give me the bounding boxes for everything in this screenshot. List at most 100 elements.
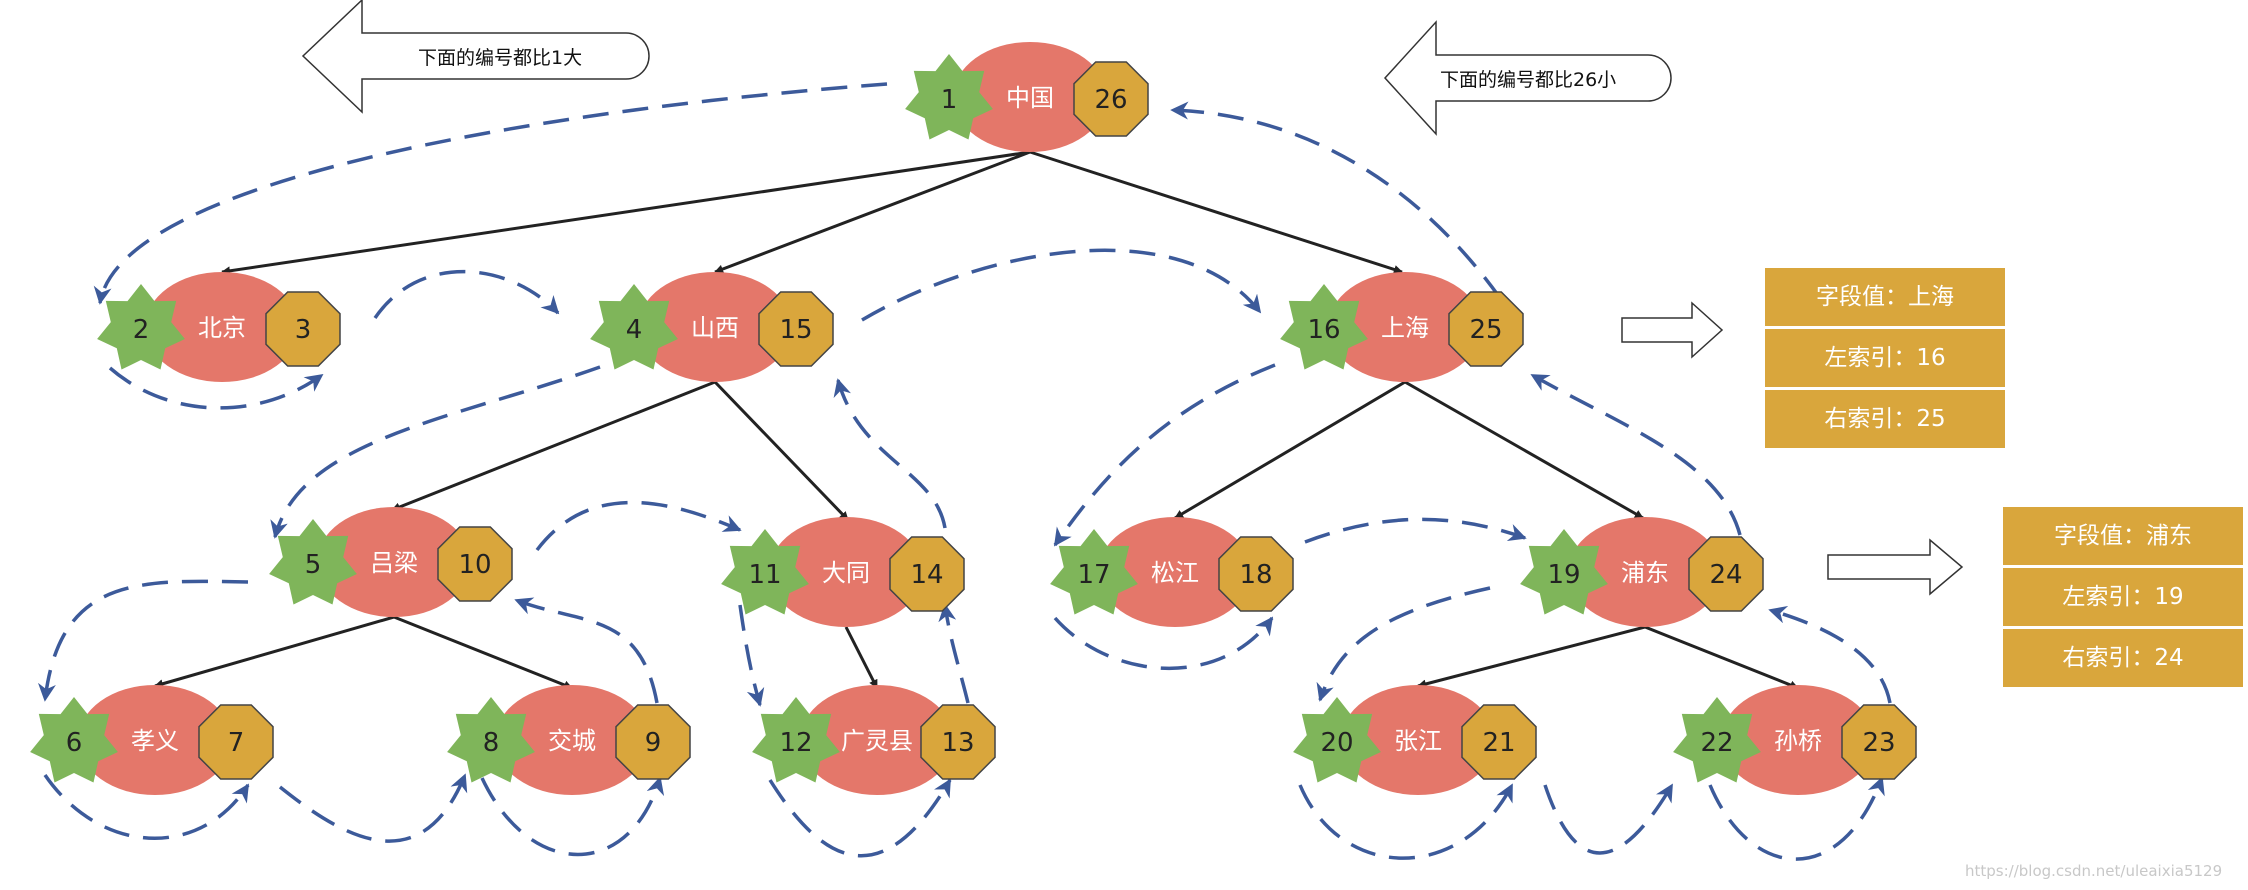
node-label: 张江 <box>1394 727 1442 755</box>
info-pudong-right-index: 右索引：24 <box>2003 629 2243 687</box>
side-arrow-shanghai <box>1621 301 1724 359</box>
right-number-octagon-icon <box>437 526 513 602</box>
traversal-path <box>38 82 1892 861</box>
node-ellipse <box>1341 685 1495 795</box>
trav-6-7 <box>43 774 250 841</box>
left-number: 2 <box>133 315 150 345</box>
node-label: 交城 <box>548 727 596 755</box>
trav-3-4 <box>373 269 560 319</box>
left-number: 4 <box>626 315 643 345</box>
left-number-star-icon <box>905 54 993 140</box>
left-number: 20 <box>1320 728 1353 758</box>
left-number-star-icon <box>1520 529 1608 615</box>
node-ellipse <box>145 272 299 382</box>
hint-arrow-right: 下面的编号都比26小 <box>1383 20 1672 136</box>
trav-13-14 <box>938 603 970 704</box>
left-number-star-icon <box>1050 529 1138 615</box>
node-label: 北京 <box>198 314 246 342</box>
left-number: 22 <box>1700 728 1733 758</box>
trav-14-15 <box>833 378 947 529</box>
node-label: 松江 <box>1151 559 1199 587</box>
trav-24-25 <box>1530 373 1742 536</box>
node-ellipse <box>317 507 471 617</box>
trav-23-24 <box>1768 606 1892 704</box>
trav-7-8 <box>278 773 468 843</box>
left-number-star-icon <box>590 284 678 370</box>
info-box-pudong: 字段值：浦东 左索引：19 右索引：24 <box>2003 507 2243 690</box>
tree-node-songjiang: 松江 17 18 <box>1050 517 1294 627</box>
node-ellipse <box>78 685 232 795</box>
edge-china-beijing <box>221 150 1031 276</box>
tree-edges <box>154 150 1799 690</box>
right-number: 14 <box>910 560 943 590</box>
edge-china-shanxi <box>714 150 1031 274</box>
right-number-octagon-icon <box>1688 536 1764 612</box>
node-ellipse <box>953 42 1107 152</box>
left-number: 16 <box>1307 315 1340 345</box>
right-number: 3 <box>295 315 312 345</box>
node-ellipse <box>1328 272 1482 382</box>
trav-9-10 <box>514 597 659 704</box>
info-pudong-left-index: 左索引：19 <box>2003 568 2243 626</box>
node-label: 大同 <box>822 559 870 587</box>
node-label: 孝义 <box>131 727 179 755</box>
tree-node-beijing: 北京 2 3 <box>97 272 341 382</box>
left-number: 1 <box>941 85 958 115</box>
node-label: 吕梁 <box>370 549 418 577</box>
edge-datong-guangling <box>844 626 879 689</box>
hint-left-label: 下面的编号都比1大 <box>418 47 582 69</box>
right-number-octagon-icon <box>1218 536 1294 612</box>
trav-11-12 <box>738 604 765 707</box>
right-number: 15 <box>779 315 812 345</box>
node-ellipse <box>495 685 649 795</box>
trav-20-21 <box>1298 783 1514 860</box>
right-number-octagon-icon <box>758 291 834 367</box>
left-number: 6 <box>66 728 83 758</box>
right-number: 24 <box>1709 560 1742 590</box>
node-ellipse <box>1568 517 1722 627</box>
hint-arrow-left: 下面的编号都比1大 <box>301 0 650 114</box>
tree-node-shanxi: 山西 4 15 <box>590 272 834 382</box>
left-number: 11 <box>748 560 781 590</box>
trav-4-5 <box>270 365 601 539</box>
edge-shanxi-datong <box>713 380 850 522</box>
trav-22-23 <box>1708 776 1885 861</box>
right-number: 13 <box>941 728 974 758</box>
tree-node-xiaoyi: 孝义 6 7 <box>30 685 274 795</box>
left-number: 17 <box>1077 560 1110 590</box>
info-shanghai-left-index: 左索引：16 <box>1765 329 2005 387</box>
left-number-star-icon <box>752 697 840 783</box>
edge-pudong-zhangjiang <box>1417 625 1646 689</box>
edge-china-shanghai <box>1029 150 1403 274</box>
left-number-star-icon <box>447 697 535 783</box>
right-number-octagon-icon <box>1841 704 1917 780</box>
edge-shanxi-lvliang <box>391 380 716 512</box>
edge-shanghai-pudong <box>1404 380 1644 520</box>
right-number: 7 <box>228 728 245 758</box>
hint-right-label: 下面的编号都比26小 <box>1440 69 1616 91</box>
node-label: 山西 <box>691 314 739 342</box>
info-pudong-field: 字段值：浦东 <box>2003 507 2243 565</box>
edge-lvliang-xiaoyi <box>154 615 395 689</box>
trav-17-18 <box>1053 616 1274 671</box>
trav-10-11 <box>535 500 742 552</box>
left-number-star-icon <box>721 529 809 615</box>
left-number-star-icon <box>1280 284 1368 370</box>
right-number: 18 <box>1239 560 1272 590</box>
node-label: 广灵县 <box>841 727 913 755</box>
trav-25-26 <box>1170 101 1502 300</box>
trav-18-19 <box>1304 517 1527 544</box>
right-number-octagon-icon <box>1073 61 1149 137</box>
right-number-octagon-icon <box>920 704 996 780</box>
edge-shanghai-songjiang <box>1174 380 1406 520</box>
node-ellipse <box>1098 517 1252 627</box>
right-number: 10 <box>458 550 491 580</box>
info-box-shanghai: 字段值：上海 左索引：16 右索引：25 <box>1765 268 2005 451</box>
